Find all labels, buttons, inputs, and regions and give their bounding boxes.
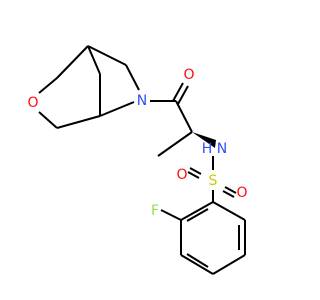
structure-diagram: O N O H N S O O F (27, 45, 248, 275)
bond (99, 101, 135, 117)
ring-nitrogen-label: N (137, 93, 147, 109)
bond (38, 111, 58, 129)
bond (125, 64, 140, 91)
bond (180, 201, 214, 221)
fluorine-label: F (151, 203, 159, 219)
bond (56, 45, 89, 79)
bond (87, 45, 127, 66)
bond (157, 131, 193, 157)
bond (222, 190, 235, 198)
bond (175, 100, 193, 133)
bond (177, 85, 189, 105)
bond (160, 209, 182, 221)
bond (189, 167, 202, 175)
amine-nitrogen-label: N (217, 141, 227, 157)
bond (38, 77, 58, 94)
carbonyl-oxygen-label: O (183, 67, 194, 83)
bond (212, 254, 246, 275)
bond (180, 254, 214, 275)
bond (186, 208, 209, 222)
bond (87, 45, 101, 75)
bonds (38, 45, 246, 275)
wedge-bond (192, 132, 216, 148)
bond (56, 115, 101, 129)
bond (187, 171, 200, 179)
atom-labels: O N O H N S O O F (27, 67, 247, 219)
amide-hydrogen-label: H (202, 141, 213, 157)
sulfonyl-oxygen-right-label: O (236, 185, 247, 201)
ring-oxygen-label: O (27, 95, 38, 111)
molecule-structure: O N O H N S O O F (27, 45, 248, 275)
bond (224, 186, 237, 194)
sulfur-label: S (209, 173, 218, 189)
bond (186, 253, 209, 268)
bond (172, 82, 184, 102)
sulfonyl-oxygen-left-label: O (176, 167, 187, 183)
bond (212, 201, 246, 221)
